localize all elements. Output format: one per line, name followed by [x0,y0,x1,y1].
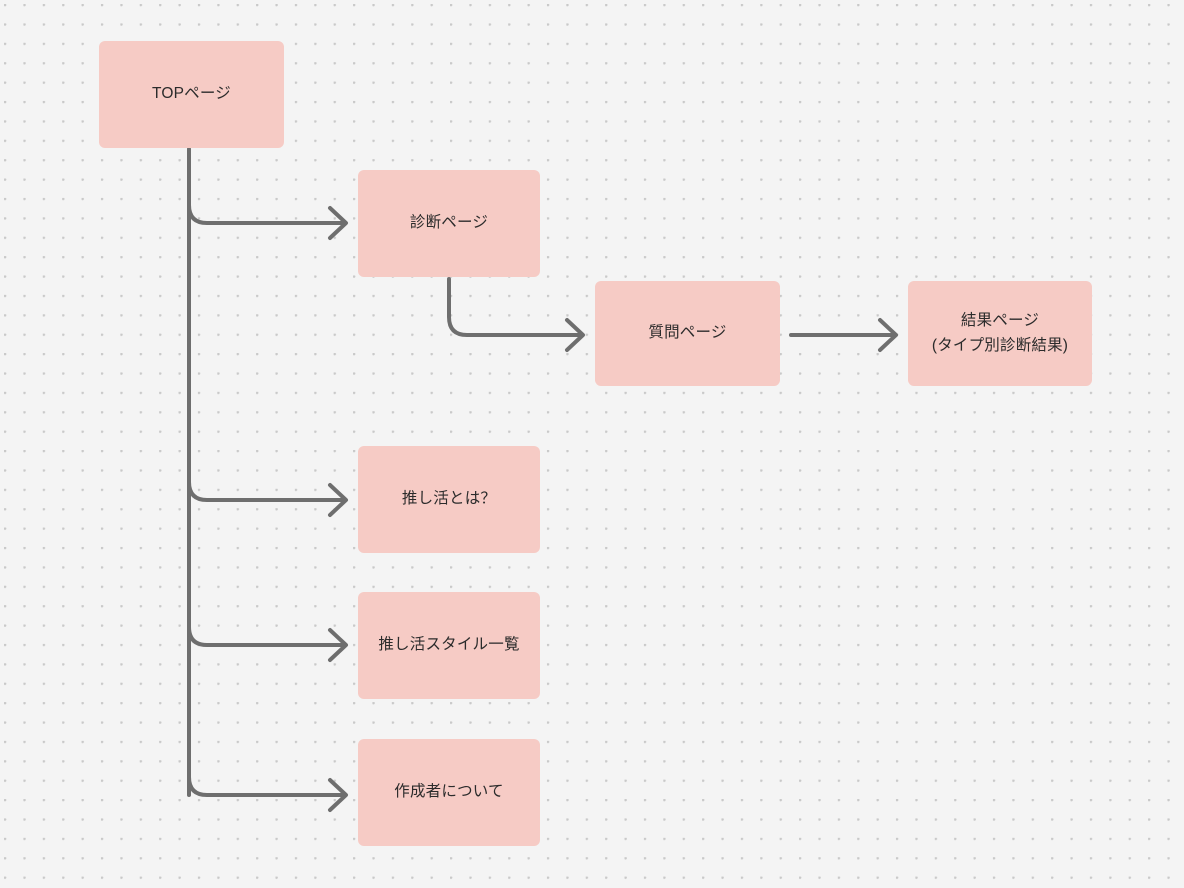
edge-top-sakuseisha [187,775,348,812]
node-label: 結果ページ (タイプ別診断結果) [931,312,1069,354]
node-oshikatsu-towa-page[interactable]: 推し活とは？ [358,446,540,553]
node-label: 推し活とは？ [401,490,497,508]
node-shindan-page[interactable]: 診断ページ [358,170,540,277]
node-style-ichiran-page[interactable]: 推し活スタイル一覧 [358,592,540,699]
node-label: 診断ページ [409,214,489,232]
edge-top-style-ichiran [187,625,348,662]
node-label: 質問ページ [648,324,727,342]
edge-shitsumon-kekka [789,318,898,352]
edge-top-shindan [187,203,348,240]
node-label: 作成者について [394,783,504,801]
node-kekka-page[interactable]: 結果ページ (タイプ別診断結果) [908,281,1092,386]
edge-top-oshikatsu-towa [187,480,348,517]
node-label: 推し活スタイル一覧 [378,636,520,654]
node-top-page[interactable]: TOPページ [99,41,284,148]
node-sakuseisha-page[interactable]: 作成者について [358,739,540,846]
edge-shindan-shitsumon [447,277,585,352]
node-label: TOPページ [152,85,231,103]
node-shitsumon-page[interactable]: 質問ページ [595,281,780,386]
